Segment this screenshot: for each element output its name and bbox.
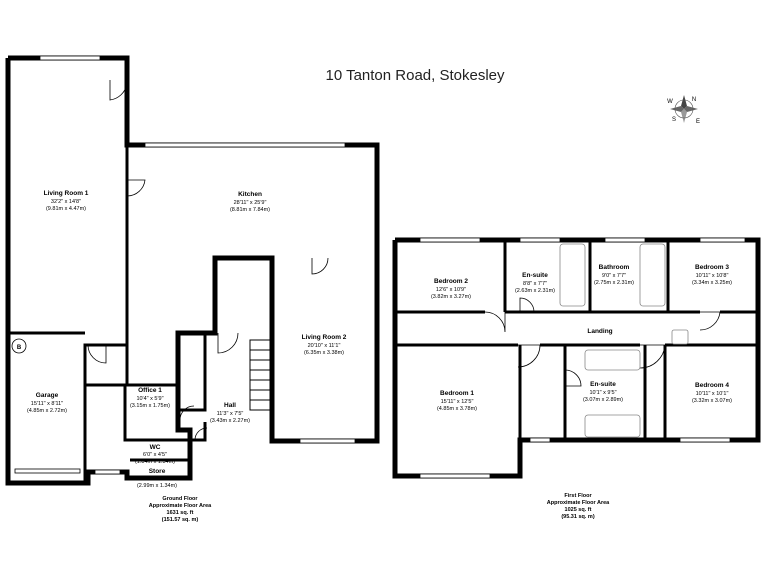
svg-text:Living Room 2: Living Room 2 bbox=[302, 334, 347, 341]
svg-text:Approximate Floor Area: Approximate Floor Area bbox=[149, 503, 212, 509]
room-label-kitchen: Kitchen 28'11" x 25'9" (8.81m x 7.84m) bbox=[230, 191, 270, 213]
svg-text:11'3" x 7'5": 11'3" x 7'5" bbox=[217, 411, 244, 417]
svg-text:9'10" x 4'5": 9'10" x 4'5" bbox=[143, 476, 170, 482]
room-label-hall: Hall 11'3" x 7'5" (3.43m x 2.27m) bbox=[210, 402, 250, 424]
plan-title: 10 Tanton Road, Stokesley bbox=[325, 67, 505, 84]
svg-text:Bathroom: Bathroom bbox=[599, 264, 630, 271]
svg-text:28'11" x 25'9": 28'11" x 25'9" bbox=[234, 200, 267, 206]
airing-cupboard bbox=[671, 329, 689, 345]
room-label-living-room-1: Living Room 1 32'2" x 14'8" (9.81m x 4.4… bbox=[44, 190, 89, 212]
room-label-bedroom-2: Bedroom 2 12'6" x 10'9" (3.82m x 3.27m) bbox=[431, 278, 471, 300]
stairs bbox=[249, 339, 271, 411]
svg-text:(1.84m x 1.34m): (1.84m x 1.34m) bbox=[135, 459, 175, 465]
svg-text:Living Room 1: Living Room 1 bbox=[44, 190, 89, 197]
room-label-living-room-2: Living Room 2 20'10" x 11'1" (6.35m x 3.… bbox=[302, 334, 347, 356]
svg-text:20'10" x 11'1": 20'10" x 11'1" bbox=[308, 343, 341, 349]
svg-text:(2.63m x 2.31m): (2.63m x 2.31m) bbox=[515, 288, 555, 294]
compass-n: N bbox=[692, 97, 696, 103]
room-label-bathroom: Bathroom 9'0" x 7'7" (2.75m x 2.31m) bbox=[594, 264, 634, 286]
svg-text:6'0" x 4'5": 6'0" x 4'5" bbox=[143, 452, 167, 458]
room-label-store: Store 9'10" x 4'5" (2.99m x 1.34m) bbox=[137, 468, 177, 489]
svg-text:15'11" x 8'11": 15'11" x 8'11" bbox=[31, 401, 63, 407]
svg-text:(151.57 sq. m): (151.57 sq. m) bbox=[162, 517, 199, 523]
room-label-garage: Garage 15'11" x 8'11" (4.85m x 2.72m) bbox=[27, 392, 67, 414]
room-label-office-1: Office 1 10'4" x 5'9" (3.15m x 1.75m) bbox=[130, 387, 170, 409]
svg-text:32'2" x 14'8": 32'2" x 14'8" bbox=[51, 199, 81, 205]
svg-text:Bedroom 3: Bedroom 3 bbox=[695, 264, 729, 271]
svg-text:Garage: Garage bbox=[36, 392, 59, 399]
svg-text:1025 sq. ft: 1025 sq. ft bbox=[565, 507, 592, 513]
svg-text:(4.85m x 3.78m): (4.85m x 3.78m) bbox=[437, 406, 477, 412]
svg-text:(3.34m x 3.25m): (3.34m x 3.25m) bbox=[692, 280, 732, 286]
svg-text:10'4" x 5'9": 10'4" x 5'9" bbox=[136, 396, 163, 402]
svg-text:1631 sq. ft: 1631 sq. ft bbox=[167, 510, 194, 516]
compass-e: E bbox=[696, 119, 700, 125]
svg-text:10'1" x 9'5": 10'1" x 9'5" bbox=[589, 390, 616, 396]
room-label-en-suite-2: En-suite 10'1" x 9'5" (3.07m x 2.89m) bbox=[583, 381, 623, 403]
svg-text:Hall: Hall bbox=[224, 402, 236, 409]
room-label-wc: WC 6'0" x 4'5" (1.84m x 1.34m) bbox=[135, 444, 175, 465]
svg-text:Ground Floor: Ground Floor bbox=[162, 496, 198, 502]
svg-text:12'6" x 10'9": 12'6" x 10'9" bbox=[436, 287, 466, 293]
bath-main bbox=[639, 243, 666, 307]
svg-text:Bedroom 4: Bedroom 4 bbox=[695, 382, 729, 389]
svg-text:(3.32m x 3.07m): (3.32m x 3.07m) bbox=[692, 398, 732, 404]
svg-text:(95.31 sq. m): (95.31 sq. m) bbox=[561, 514, 594, 520]
svg-text:8'8" x 7'7": 8'8" x 7'7" bbox=[523, 281, 547, 287]
svg-text:10'11" x 10'1": 10'11" x 10'1" bbox=[696, 391, 729, 397]
svg-text:WC: WC bbox=[150, 444, 161, 451]
room-label-bedroom-3: Bedroom 3 10'11" x 10'8" (3.34m x 3.25m) bbox=[692, 264, 732, 286]
shower-ensuite-2 bbox=[584, 349, 641, 371]
first-floor-plan: Bedroom 2 12'6" x 10'9" (3.82m x 3.27m) … bbox=[392, 237, 761, 520]
svg-text:(4.85m x 2.72m): (4.85m x 2.72m) bbox=[27, 408, 67, 414]
svg-text:Office 1: Office 1 bbox=[138, 387, 162, 394]
room-label-landing: Landing bbox=[587, 328, 612, 335]
bath-ensuite-1 bbox=[559, 243, 586, 307]
ground-floor-summary: Ground Floor Approximate Floor Area 1631… bbox=[149, 496, 212, 523]
svg-text:En-suite: En-suite bbox=[522, 272, 548, 279]
svg-text:15'11" x 12'5": 15'11" x 12'5" bbox=[441, 399, 474, 405]
boiler-label: B bbox=[17, 345, 22, 351]
svg-text:(3.07m x 2.89m): (3.07m x 2.89m) bbox=[583, 397, 623, 403]
compass-icon: N S E W bbox=[667, 95, 700, 125]
compass-s: S bbox=[672, 117, 676, 123]
svg-text:(2.75m x 2.31m): (2.75m x 2.31m) bbox=[594, 280, 634, 286]
bath-ensuite-2 bbox=[584, 414, 641, 438]
svg-text:(6.35m x 3.38m): (6.35m x 3.38m) bbox=[304, 350, 344, 356]
svg-text:10'11" x 10'8": 10'11" x 10'8" bbox=[696, 273, 729, 279]
room-label-bedroom-1: Bedroom 1 15'11" x 12'5" (4.85m x 3.78m) bbox=[437, 390, 477, 412]
ground-floor-plan: B Living Room 1 32'2" x 14'8" (9.81m x 4… bbox=[5, 55, 380, 523]
room-label-bedroom-4: Bedroom 4 10'11" x 10'1" (3.32m x 3.07m) bbox=[692, 382, 732, 404]
svg-text:En-suite: En-suite bbox=[590, 381, 616, 388]
svg-text:First Floor: First Floor bbox=[564, 493, 592, 499]
svg-text:(3.43m x 2.27m): (3.43m x 2.27m) bbox=[210, 418, 250, 424]
svg-text:Bedroom 2: Bedroom 2 bbox=[434, 278, 468, 285]
svg-text:Store: Store bbox=[149, 468, 166, 475]
svg-text:9'0" x 7'7": 9'0" x 7'7" bbox=[602, 273, 626, 279]
svg-text:(9.81m x 4.47m): (9.81m x 4.47m) bbox=[46, 206, 86, 212]
svg-text:Landing: Landing bbox=[587, 328, 612, 335]
room-label-en-suite-1: En-suite 8'8" x 7'7" (2.63m x 2.31m) bbox=[515, 272, 555, 294]
svg-text:(3.82m x 3.27m): (3.82m x 3.27m) bbox=[431, 294, 471, 300]
first-floor-summary: First Floor Approximate Floor Area 1025 … bbox=[547, 493, 610, 520]
svg-text:(8.81m x 7.84m): (8.81m x 7.84m) bbox=[230, 207, 270, 213]
svg-text:(2.99m x 1.34m): (2.99m x 1.34m) bbox=[137, 483, 177, 489]
svg-text:Kitchen: Kitchen bbox=[238, 191, 262, 198]
svg-text:(3.15m x 1.75m): (3.15m x 1.75m) bbox=[130, 403, 170, 409]
boiler-icon bbox=[11, 338, 27, 354]
compass-w: W bbox=[667, 99, 673, 105]
svg-text:Bedroom 1: Bedroom 1 bbox=[440, 390, 474, 397]
svg-text:Approximate Floor Area: Approximate Floor Area bbox=[547, 500, 610, 506]
